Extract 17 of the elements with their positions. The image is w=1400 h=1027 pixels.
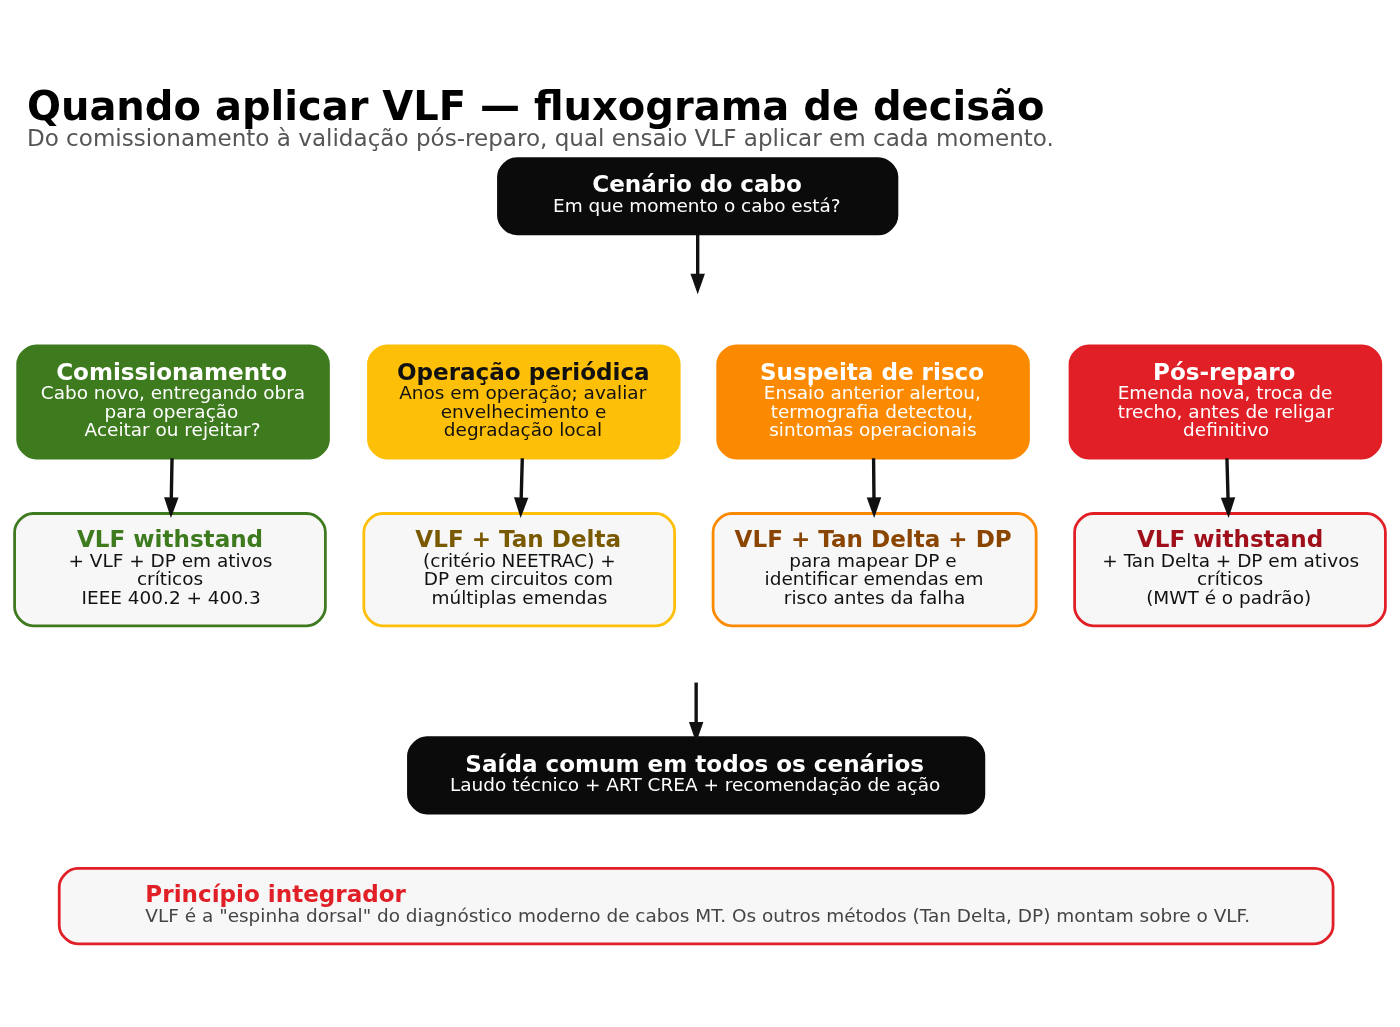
node-box: Suspeita de risco Ensaio anterior alertou, termografia detectou, sintomas operacionais — [716, 344, 1030, 460]
node-box: Cenário do cabo Em que momento o cabo está? — [497, 157, 899, 236]
arrow — [688, 682, 704, 743]
node-box: VLF + Tan Delta + DP para mapear DP e identificar emendas em risco antes da falha — [711, 512, 1038, 628]
arrow — [164, 458, 179, 519]
node-box: Operação periódica Anos em operação; avaliar envelhecimento e degradação local — [367, 344, 681, 460]
arrow — [1220, 458, 1236, 519]
node-box: VLF withstand + Tan Delta + DP em ativos críticos (MWT é o padrão) — [1073, 512, 1387, 628]
node-box: Princípio integrador VLF é a "espinha dorsal" do diagnóstico moderno de cabos MT. Os outros métodos (Tan Delta, DP) montam sobre o VLF. — [57, 867, 1335, 946]
node-box: Pós-reparo Emenda nova, troca de trecho, antes de religar definitivo — [1068, 344, 1383, 460]
node-box: Saída comum em todos os cenários Laudo técnico + ART CREA + recomendação de ação — [407, 736, 986, 815]
node-box: VLF withstand + VLF + DP em ativos críticos IEEE 400.2 + 400.3 — [13, 512, 327, 628]
arrow — [514, 458, 529, 519]
arrow — [866, 458, 882, 519]
node-box: Comissionamento Cabo novo, entregando obra para operação Aceitar ou rejeitar? — [16, 344, 330, 460]
node-box: VLF + Tan Delta (critério NEETRAC) + DP em circuitos com múltiplas emendas — [362, 512, 676, 628]
arrow — [690, 233, 705, 295]
